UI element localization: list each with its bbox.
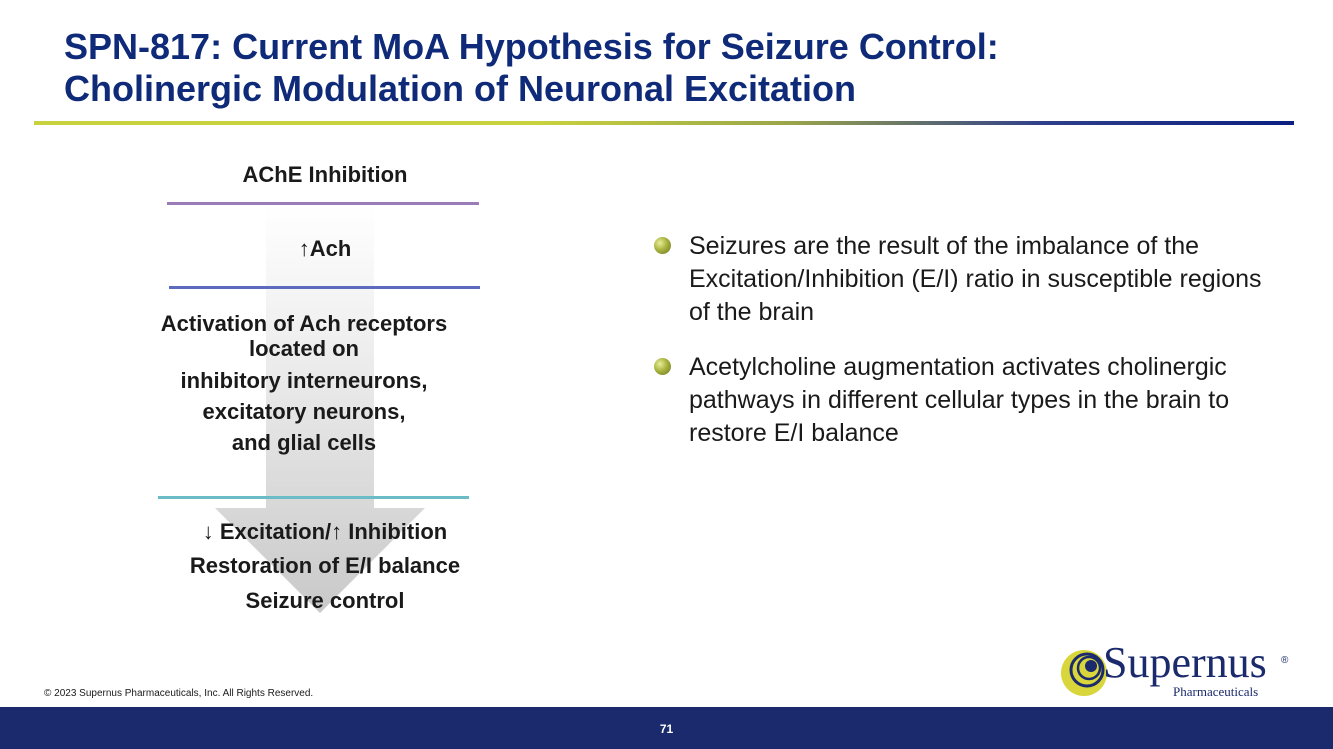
footer-bar [0, 707, 1333, 749]
flow-step3-line3: inhibitory interneurons, [180, 368, 428, 393]
flow-step-outcome: ↓ Excitation/↑ Inhibition Restoration of… [150, 519, 500, 614]
bullet-item: Seizures are the result of the imbalance… [654, 230, 1274, 329]
flow-step3-line1: Activation of Ach receptors [160, 311, 448, 336]
flow-step3-line2: located on [248, 336, 359, 361]
logo-registered-mark: ® [1281, 655, 1289, 666]
flow-step3-line5: and glial cells [231, 430, 377, 455]
bullet-dot-icon [654, 237, 671, 254]
logo-subtitle: Pharmaceuticals [1173, 684, 1259, 699]
down-arrow-graphic [215, 205, 425, 613]
flow-step3-line4: excitatory neurons, [202, 399, 406, 424]
slide-title-line2: Cholinergic Modulation of Neuronal Excit… [64, 68, 857, 109]
page-number: 71 [659, 722, 674, 736]
bullet-text: Seizures are the result of the imbalance… [689, 232, 1262, 326]
flow-step4-line3: Seizure control [245, 588, 405, 613]
slide-title-line1: SPN-817: Current MoA Hypothesis for Seiz… [64, 26, 999, 67]
flow-step4-line1: ↓ Excitation/↑ Inhibition [202, 519, 448, 544]
title-underline [34, 121, 1294, 125]
divider-blue [169, 286, 480, 289]
divider-purple [167, 202, 479, 205]
flow-step-ache-inhibition: AChE Inhibition [242, 162, 408, 187]
flow-step-receptor-activation: Activation of Ach receptors located on i… [120, 311, 488, 456]
supernus-logo-icon [1061, 650, 1107, 696]
bullet-text: Acetylcholine augmentation activates cho… [689, 353, 1230, 447]
logo-wordmark: Supernus [1103, 638, 1267, 687]
bullet-dot-icon [654, 358, 671, 375]
flow-step-ach-increase: ↑Ach [298, 236, 352, 261]
copyright-notice: © 2023 Supernus Pharmaceuticals, Inc. Al… [44, 688, 314, 699]
flow-step4-line2: Restoration of E/I balance [189, 553, 461, 578]
divider-teal [158, 496, 469, 499]
bullet-item: Acetylcholine augmentation activates cho… [654, 351, 1274, 450]
bullet-list: Seizures are the result of the imbalance… [654, 230, 1274, 472]
slide-title: SPN-817: Current MoA Hypothesis for Seiz… [64, 26, 1264, 110]
